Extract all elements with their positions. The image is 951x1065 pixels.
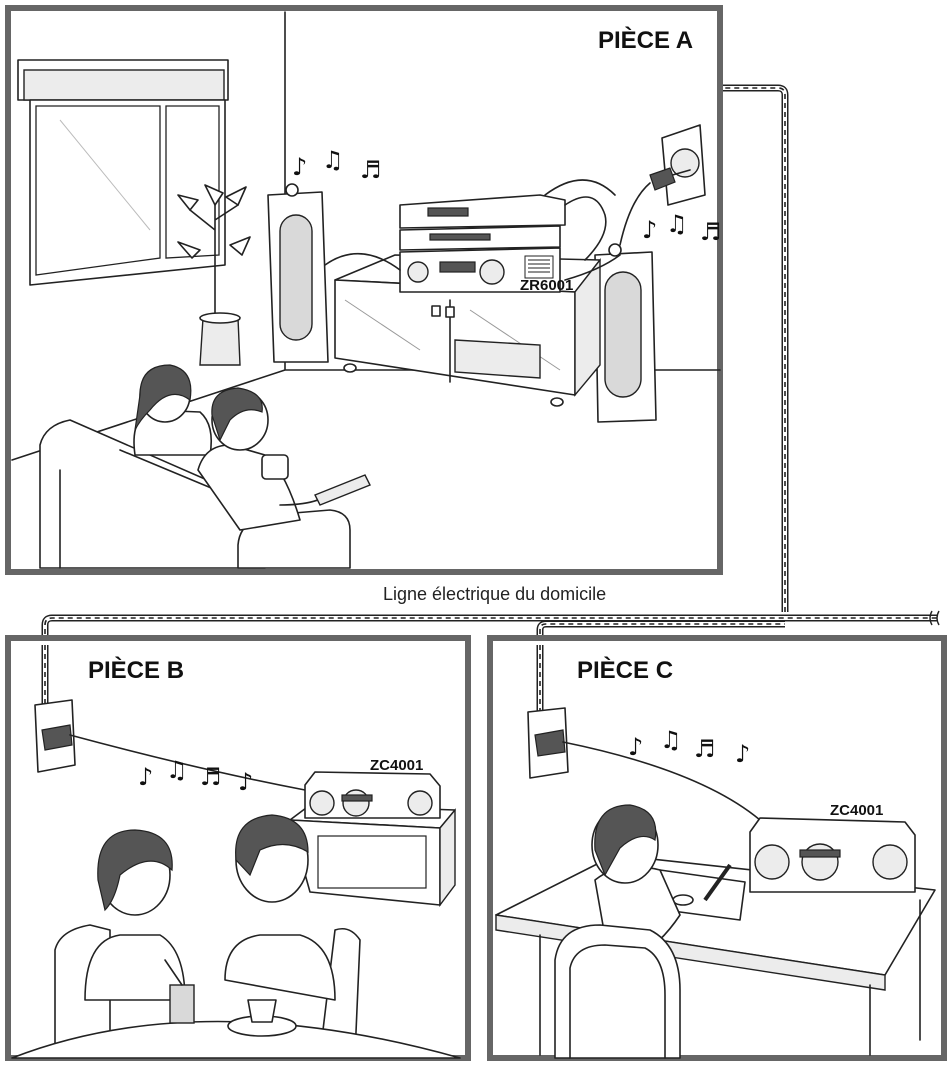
room-c: ♪ ♫ ♬ ♪ ZC4001 [487,635,947,1061]
music-note-icon: ♬ [694,735,716,763]
room-c-title: PIÈCE C [577,656,673,684]
remote-control-icon [314,474,371,506]
potted-plant [177,184,251,366]
main-stereo-unit [399,179,616,293]
room-b-model-label: ZC4001 [370,757,423,774]
person-man [197,387,371,531]
room-b-title: PIÈCE B [88,656,184,684]
room-b-people-at-table [11,814,461,1059]
vent-grille [524,255,554,279]
line-break-icon [929,610,940,626]
room-a-model-label: ZR6001 [520,277,573,294]
speaker-cables [324,252,621,281]
room-b-cabinet [289,804,456,908]
music-note-icon: ♪ [628,733,643,761]
music-note-icon: ♪ [292,153,307,181]
drink-glass-icon [169,984,195,1024]
music-note-icon: ♫ [166,756,188,784]
room-c-compact-stereo [749,817,916,893]
room-c-wall-outlet [527,707,761,821]
music-note-icon: ♫ [322,146,344,174]
room-b: ZC4001 ♪ ♫ ♬ ♪ PIÈCE B [5,635,471,1061]
coffee-cup-icon [247,999,277,1023]
music-note-icon: ♪ [735,740,750,768]
room-a-wall-outlet [619,124,706,246]
music-note-icon: ♬ [360,156,382,184]
cup-icon [261,454,289,480]
music-note-icon: ♪ [642,216,657,244]
music-note-icon: ♬ [700,218,722,246]
room-c-model-label: ZC4001 [830,802,883,819]
music-note-icon: ♬ [200,763,222,791]
music-note-icon: ♫ [666,210,688,238]
person-woman [133,364,213,456]
power-line-label: Ligne électrique du domicile [383,584,606,604]
room-a-title: PIÈCE A [598,26,693,54]
room-b-wall-outlet [34,699,306,791]
music-note-icon: ♪ [238,768,253,796]
pen-icon [703,863,732,902]
room-c-student [554,804,746,1059]
right-speaker [594,243,657,423]
window [17,59,229,286]
room-a: ZR6001 ♪ ♫ ♬ ♪ ♫ ♬ [5,5,723,575]
music-note-icon: ♫ [660,726,682,754]
room-b-compact-stereo [304,771,441,819]
left-speaker [267,183,329,363]
music-note-icon: ♪ [138,763,153,791]
